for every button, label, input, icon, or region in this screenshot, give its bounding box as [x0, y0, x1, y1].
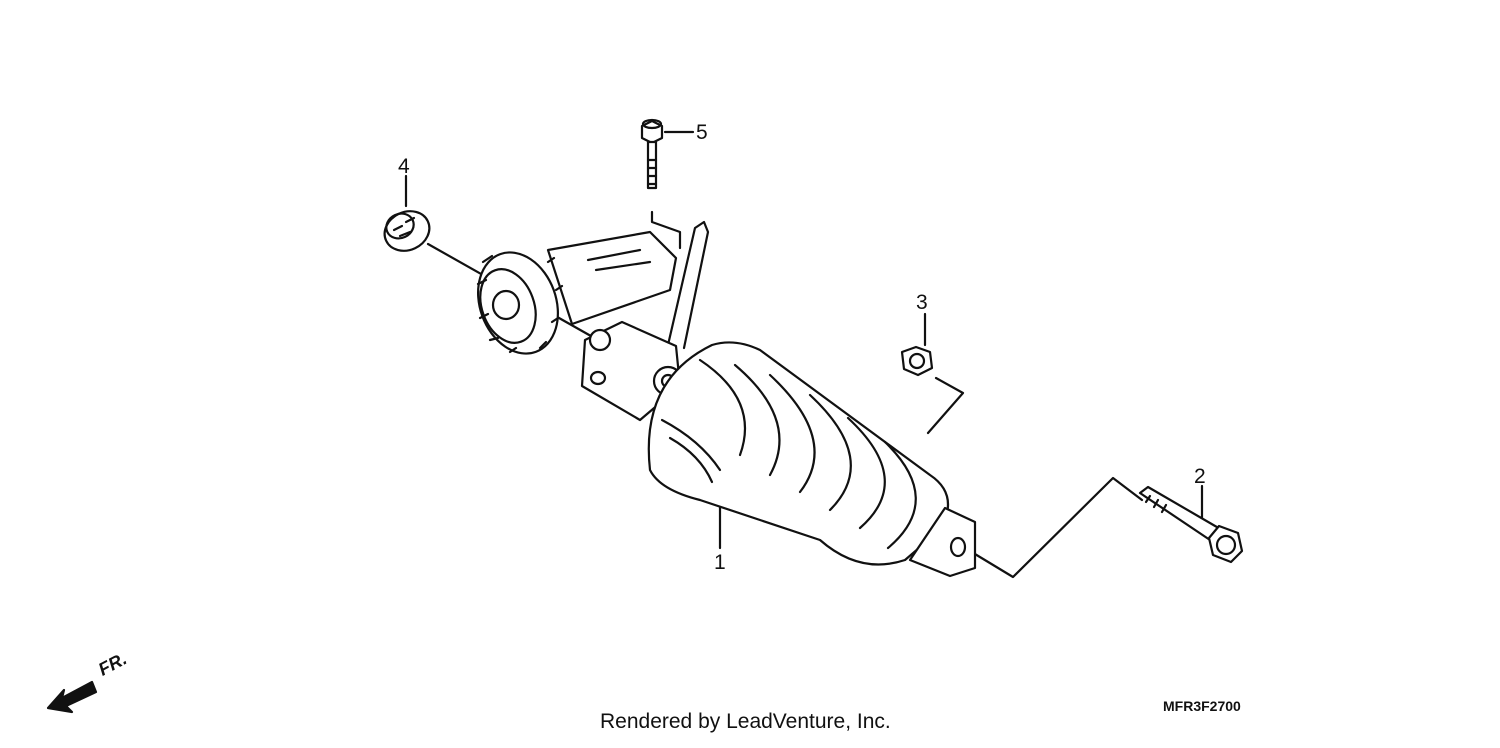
callout-1: 1 — [714, 551, 726, 574]
diagram-code: MFR3F2700 — [1163, 698, 1241, 714]
callout-4: 4 — [398, 155, 410, 178]
render-credit: Rendered by LeadVenture, Inc. — [600, 710, 891, 733]
shock-absorber-part-1 — [476, 220, 977, 578]
callout-5: 5 — [696, 121, 708, 144]
callout-3: 3 — [916, 291, 928, 314]
adjuster-cap-part-4 — [383, 210, 431, 252]
nut-part-3 — [900, 345, 934, 377]
front-arrow-icon — [46, 680, 98, 714]
bolt-part-2 — [1138, 485, 1244, 564]
callout-2: 2 — [1194, 465, 1206, 488]
bolt-part-5 — [640, 118, 664, 190]
